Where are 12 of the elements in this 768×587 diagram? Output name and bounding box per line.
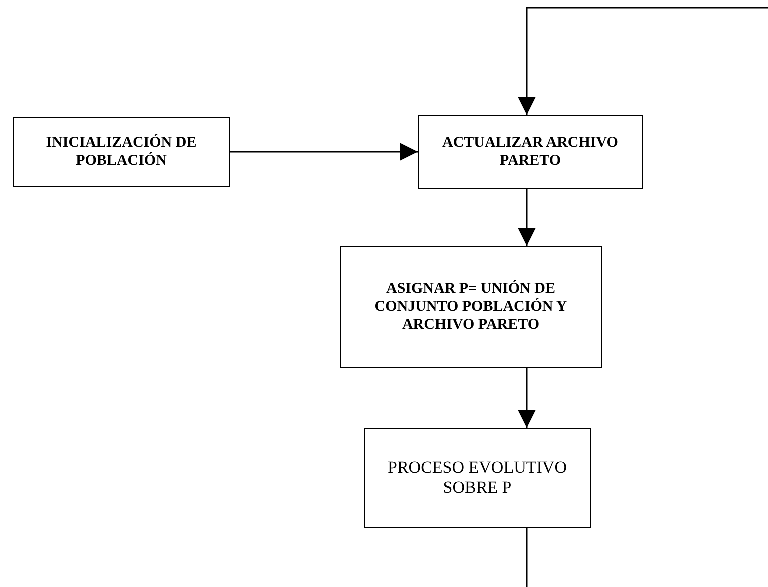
process-box <box>364 428 591 528</box>
box-label: PROCESO EVOLUTIVO SOBRE P <box>387 458 568 498</box>
process-box <box>340 246 602 368</box>
arrow <box>518 368 536 428</box>
box-label: ACTUALIZAR ARCHIVO PARETO <box>442 134 620 170</box>
arrow <box>230 143 418 161</box>
process-box <box>418 115 643 189</box>
process-box <box>13 117 230 187</box>
arrow <box>518 7 768 115</box>
box-label: INICIALIZACIÓN DE POBLACIÓN <box>45 134 198 170</box>
box-label: ASIGNAR P= UNIÓN DE CONJUNTO POBLACIÓN Y ARCHIVO PARETO <box>374 280 568 334</box>
arrow <box>518 189 536 246</box>
